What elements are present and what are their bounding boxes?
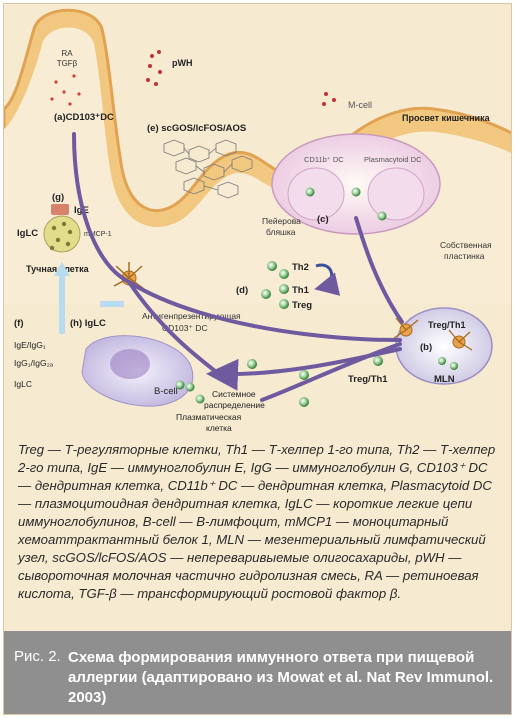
plasma-label-2: клетка: [206, 423, 232, 433]
bcell-label: B-cell: [154, 386, 178, 397]
path-cell-4: [299, 397, 309, 407]
treg-cell: [279, 299, 289, 309]
peyer-label-2: бляшка: [266, 227, 296, 237]
ag-dc-label-1: Антигенпрезентирующая: [142, 311, 241, 321]
iglc-arrow-head: [54, 262, 70, 276]
plasmacytoid-label: Plasmacytoid DC: [364, 155, 422, 164]
mln-cell-2: [450, 362, 458, 370]
path-cell-2: [299, 370, 309, 380]
mast-granules: [49, 221, 73, 251]
mln-label: MLN: [434, 374, 455, 385]
th-cell-a: [267, 261, 277, 271]
ra-dots: [50, 74, 81, 106]
path-cell-1: [247, 359, 257, 369]
pwh-label: pWH: [172, 58, 193, 68]
mln-cell-1: [438, 357, 446, 365]
peyers-follicle-right: [367, 167, 425, 221]
figure-frame: RA TGFβ (a)CD103⁺DC pWH (e) scGOS/lcFOS/…: [3, 3, 512, 715]
mast-cell-label: Тучная клетка: [26, 264, 90, 274]
caption-text: Схема формирования иммунного ответа при …: [68, 649, 494, 706]
lymphatic-pathways: [72, 132, 404, 402]
oligosaccharide-structures: [163, 139, 253, 199]
f-list-1: IgE/IgG₁: [14, 340, 46, 350]
lumen-label: Просвет кишечника: [402, 113, 491, 123]
path-cell-3: [373, 356, 383, 366]
mln-treg-th1-label: Treg/Th1: [428, 320, 466, 330]
ra-label: RA: [61, 49, 73, 58]
f-list-3: IgLC: [14, 379, 32, 389]
th2-cell: [279, 269, 289, 279]
ag-dc-label-2: CD103⁺ DC: [162, 323, 208, 333]
plasma-label-1: Плазматическая: [176, 412, 242, 422]
mast-cell: [43, 215, 81, 253]
iglc-top-label: IgLC: [17, 228, 38, 239]
mln-dc: [448, 329, 473, 351]
immune-response-diagram: RA TGFβ (a)CD103⁺DC pWH (e) scGOS/lcFOS/…: [4, 4, 511, 434]
pwh-particles: [146, 50, 336, 106]
th1-label: Th1: [292, 285, 310, 296]
systemic-label-1: Системное: [212, 389, 256, 399]
label-d: (d): [236, 285, 248, 296]
path-dc: [393, 317, 419, 339]
caption-label: Рис. 2.: [14, 648, 61, 665]
th1-cell: [279, 284, 289, 294]
th-switch-arrow: [314, 263, 341, 296]
th-cell-b: [261, 289, 271, 299]
f-list-2: IgG₁/IgG₂ₐ: [14, 358, 54, 368]
lamina-label-2: пластинка: [444, 251, 485, 261]
label-c: (c): [317, 214, 329, 225]
peyer-label-1: Пейерова: [262, 216, 301, 226]
th2-label: Th2: [292, 262, 309, 273]
path-treg-th1-label: Treg/Th1: [348, 374, 388, 385]
tgfb-label: TGFβ: [57, 59, 78, 68]
mcell-label: M-cell: [348, 100, 372, 110]
figure-caption: Рис. 2. Схема формирования иммунного отв…: [4, 631, 511, 714]
peyer-cell-2: [377, 211, 387, 221]
label-g: (g): [52, 192, 64, 203]
bcell-1: [175, 380, 185, 390]
iglc-pathway-arrows: [59, 274, 124, 334]
peyers-follicle-left: [287, 167, 345, 221]
label-a-cd103-dc: (a)CD103⁺DC: [54, 112, 114, 123]
cd11b-dc-label: CD11b⁺ DC: [304, 155, 344, 164]
peyer-cell-3: [305, 187, 315, 197]
peyer-cell-1: [351, 187, 361, 197]
lamina-propria-area: [4, 27, 511, 304]
plasma-nucleus: [110, 349, 150, 379]
bcell-3: [195, 394, 205, 404]
label-e-oligosaccharides: (e) scGOS/lcFOS/AOS: [147, 123, 246, 134]
treg-label: Treg: [292, 300, 312, 311]
label-f: (f): [14, 318, 24, 329]
ige-receptor: [51, 204, 69, 215]
label-h-iglc: (h) IgLC: [70, 318, 106, 329]
legend-text: Treg — Т-регуляторные клетки, Th1 — Т-хе…: [18, 442, 496, 601]
systemic-label-2: распределение: [204, 400, 265, 410]
mmcp1-label: mMCP-1: [84, 231, 112, 238]
bcell-2: [185, 382, 195, 392]
label-b: (b): [420, 342, 432, 353]
lamina-label-1: Собственная: [440, 240, 492, 250]
